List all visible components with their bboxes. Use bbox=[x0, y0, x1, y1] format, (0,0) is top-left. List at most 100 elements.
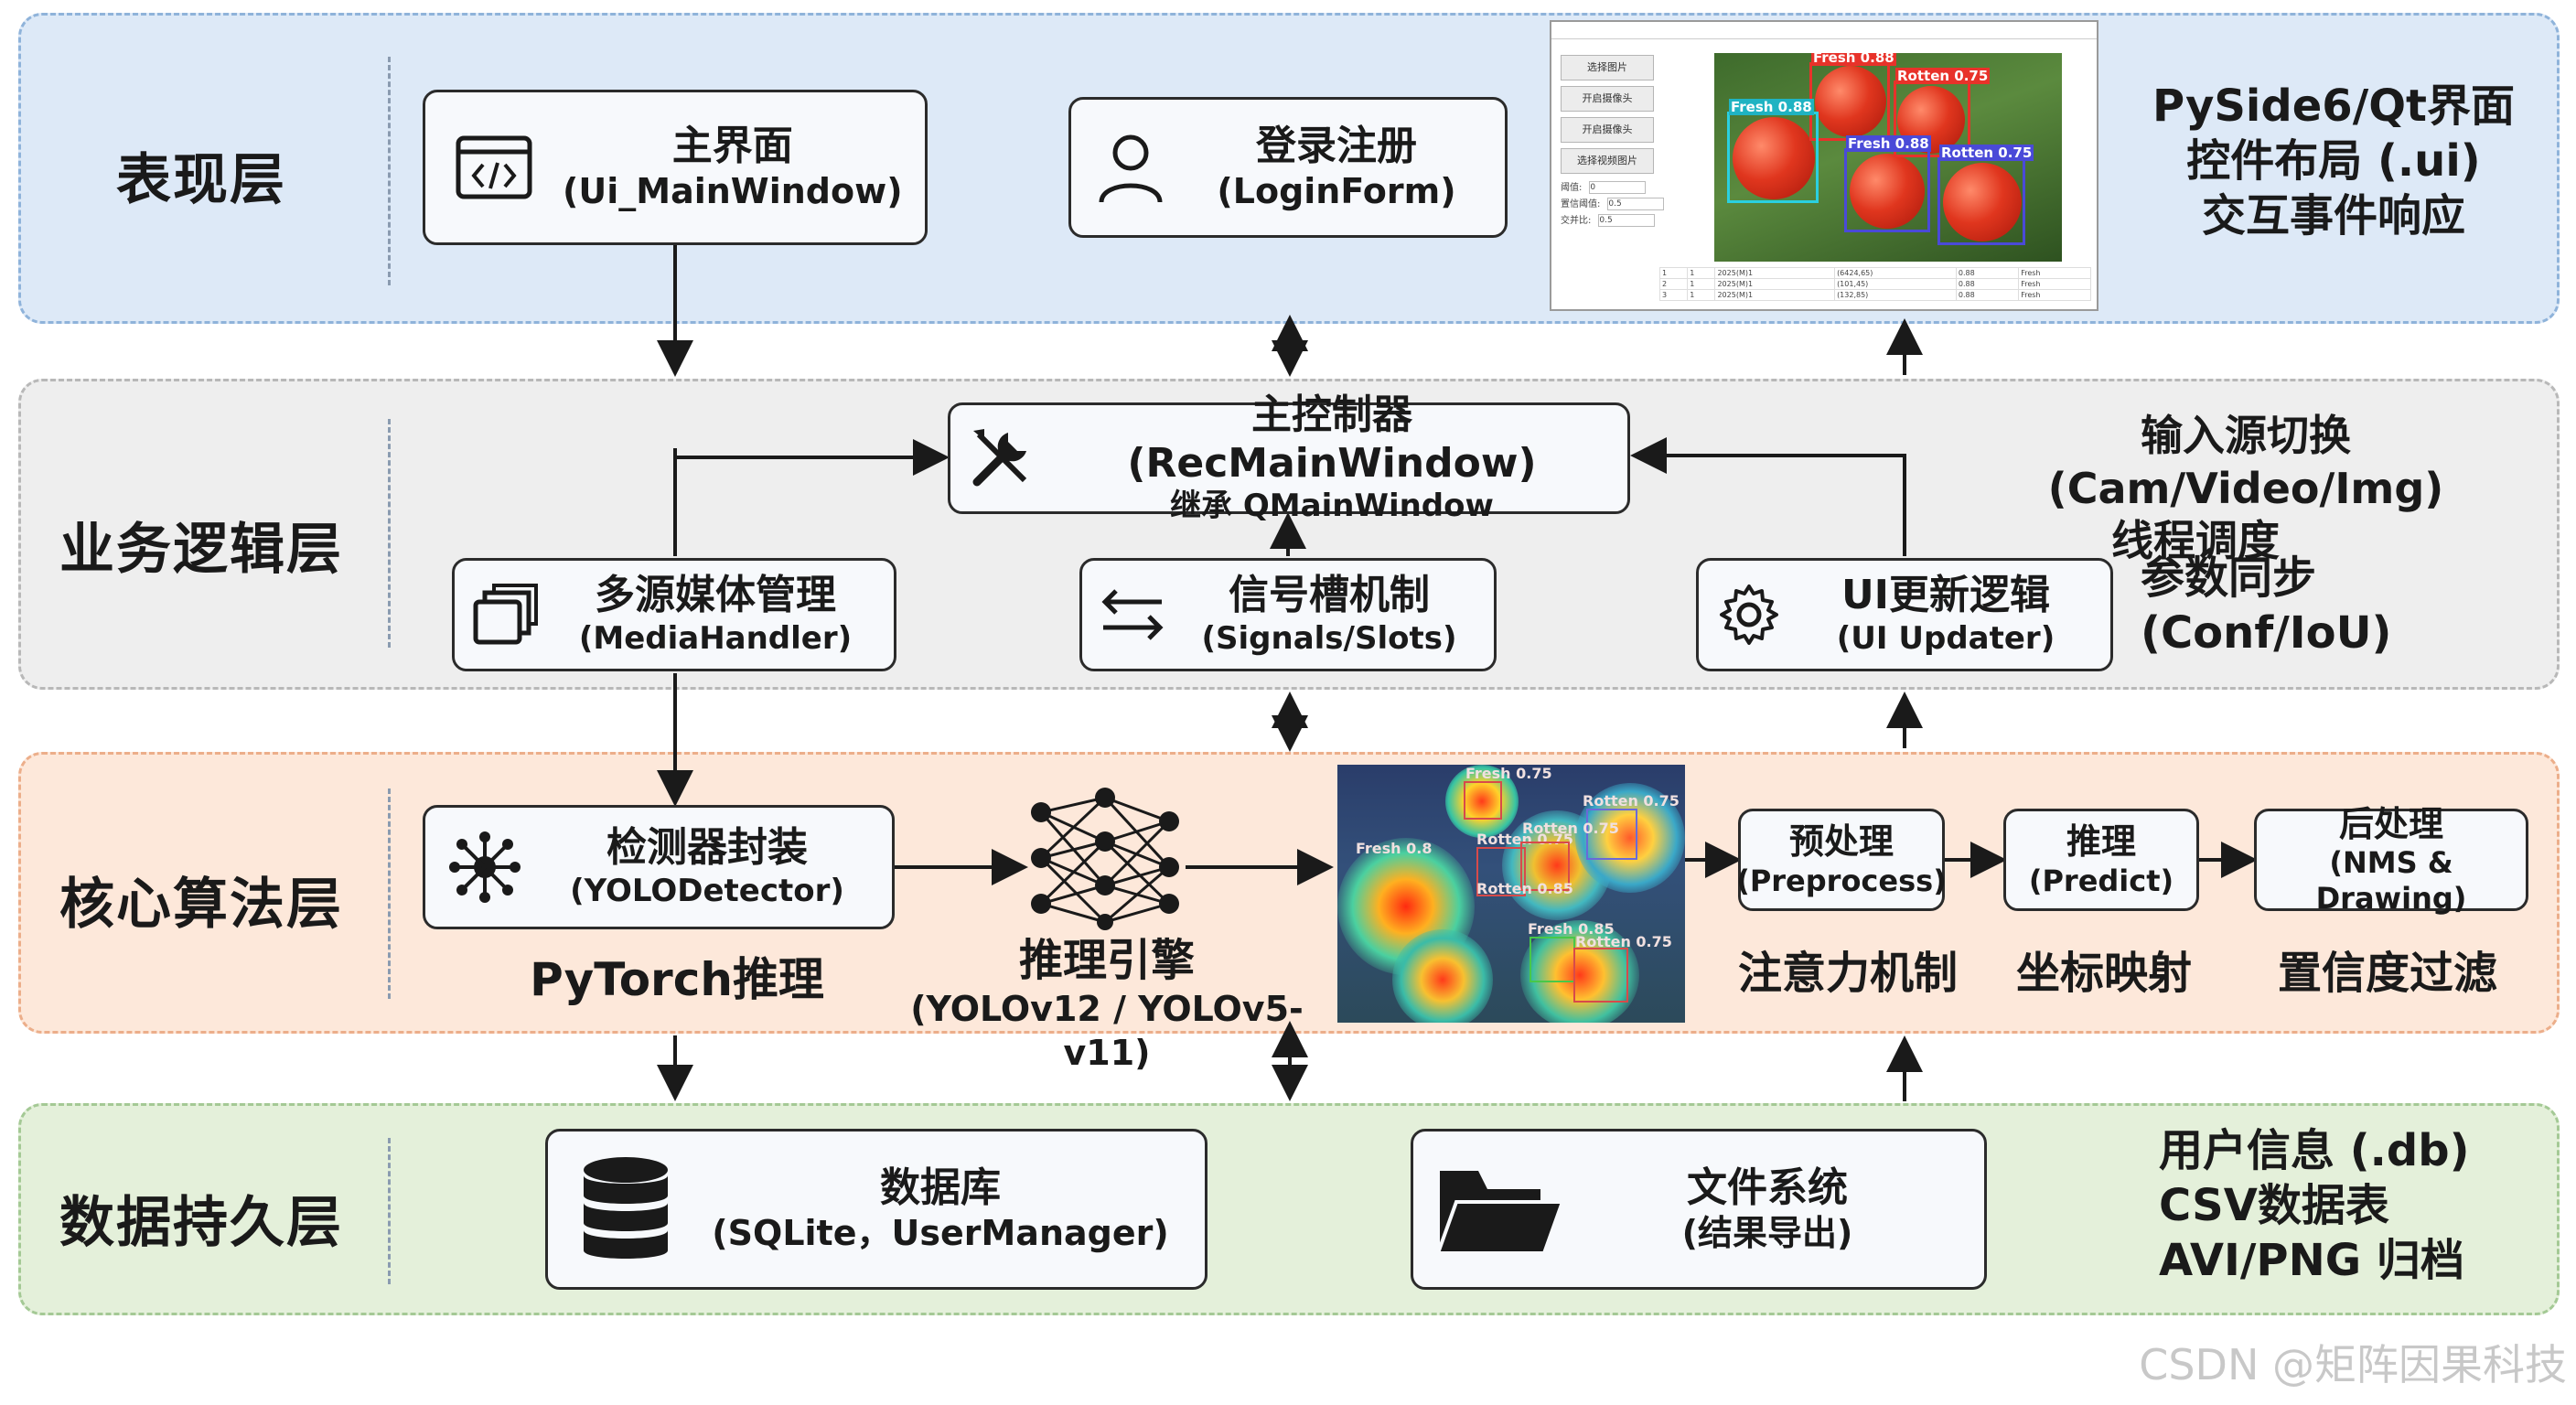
note-line: PySide6/Qt界面 bbox=[2152, 80, 2515, 132]
heat-label: Rotten 0.75 bbox=[1522, 820, 1619, 837]
presentation-notes: PySide6/Qt界面 控件布局 (.ui) 交互事件响应 bbox=[2120, 79, 2547, 243]
note-line: 交互事件响应 bbox=[2201, 190, 2465, 241]
database-box: 数据库 (SQLite，UserManager) bbox=[545, 1129, 1208, 1290]
predict-box: 推理 (Predict) bbox=[2003, 809, 2199, 911]
predict-title: 推理 bbox=[2066, 821, 2136, 862]
preprocess-title: 预处理 bbox=[1788, 821, 1894, 862]
engine-title: 推理引擎 bbox=[1018, 935, 1195, 986]
signals-box: 信号槽机制 (Signals/Slots) bbox=[1079, 558, 1497, 671]
postprocess-title: 后处理 bbox=[2338, 803, 2443, 844]
controller-title: 主控制器 (RecMainWindow) bbox=[1127, 391, 1537, 487]
algorithm-note: 坐标映射 bbox=[2015, 948, 2192, 999]
screenshot-button: 选择图片 bbox=[1561, 55, 1654, 80]
database-title: 数据库 bbox=[880, 1164, 1001, 1211]
controller-sub: 继承 QMainWindow bbox=[1170, 488, 1494, 525]
folder-icon bbox=[1413, 1162, 1587, 1257]
separator bbox=[388, 57, 391, 285]
separator bbox=[388, 788, 391, 999]
login-sub: (LoginForm) bbox=[1217, 170, 1456, 211]
note-line: 控件布局 (.ui) bbox=[2186, 135, 2481, 187]
ui-updater-sub: (UI Updater) bbox=[1836, 620, 2055, 657]
heat-label: Fresh 0.8 bbox=[1356, 840, 1433, 857]
note-line: AVI/PNG 归档 bbox=[2159, 1235, 2464, 1286]
database-icon bbox=[548, 1155, 703, 1263]
pytorch-note: PyTorch推理 bbox=[530, 953, 824, 1006]
logic-notes-top: 输入源切换(Cam/Video/Img) 线程调度 bbox=[1948, 410, 2543, 568]
filesystem-title: 文件系统 bbox=[1687, 1164, 1848, 1211]
heat-label: Rotten 0.75 bbox=[1575, 933, 1672, 950]
ui-updater-box: UI更新逻辑 (UI Updater) bbox=[1696, 558, 2113, 671]
note-line: CSV数据表 bbox=[2159, 1180, 2389, 1231]
note-line: 输入源切换(Cam/Video/Img) bbox=[2047, 411, 2444, 513]
main-window-title: 主界面 bbox=[671, 122, 793, 169]
main-window-box: 主界面 (Ui_MainWindow) bbox=[423, 90, 928, 245]
layer-title-data: 数据持久层 bbox=[59, 1191, 343, 1255]
heat-label: Rotten 0.75 bbox=[1583, 792, 1680, 810]
ui-updater-title: UI更新逻辑 bbox=[1841, 572, 2051, 619]
postprocess-box: 后处理 (NMS & Drawing) bbox=[2254, 804, 2528, 916]
filesystem-sub: (结果导出) bbox=[1681, 1212, 1853, 1253]
note-line: 用户信息 (.db) bbox=[2159, 1125, 2470, 1176]
signals-title: 信号槽机制 bbox=[1229, 572, 1430, 619]
heat-label: Fresh 0.75 bbox=[1465, 765, 1552, 782]
main-window-sub: (Ui_MainWindow) bbox=[563, 170, 903, 211]
database-sub: (SQLite，UserManager) bbox=[712, 1212, 1169, 1253]
layer-title-presentation: 表现层 bbox=[116, 148, 286, 212]
heat-label: Rotten 0.75 bbox=[1476, 831, 1573, 848]
code-window-icon bbox=[425, 135, 563, 199]
media-handler-title: 多源媒体管理 bbox=[595, 572, 836, 619]
heat-label: Fresh 0.85 bbox=[1528, 920, 1615, 938]
media-handler-box: 多源媒体管理 (MediaHandler) bbox=[452, 558, 896, 671]
detector-sub: (YOLODetector) bbox=[570, 873, 844, 909]
screenshot-detection-view: Fresh 0.88 Rotten 0.75 Fresh 0.88 Fresh … bbox=[1714, 53, 2062, 262]
detection-label: Rotten 0.75 bbox=[1939, 145, 2034, 161]
note-line: 参数同步 bbox=[2141, 552, 2317, 604]
screenshot-param: 阈值:0 bbox=[1561, 179, 1647, 194]
algorithm-note: 置信度过滤 bbox=[2277, 948, 2497, 999]
heatmap-image: Fresh 0.75 Rotten 0.75 Fresh 0.8 Rotten … bbox=[1337, 765, 1685, 1023]
separator bbox=[388, 1138, 391, 1284]
screenshot-button: 开启摄像头 bbox=[1561, 86, 1654, 112]
logic-notes-bottom: 参数同步 (Conf/IoU) bbox=[2141, 551, 2470, 660]
detector-box: 检测器封装 (YOLODetector) bbox=[423, 805, 895, 929]
engine-label: 推理引擎 (YOLOv12 / YOLOv5-v11) bbox=[878, 933, 1336, 1075]
data-notes: 用户信息 (.db) CSV数据表 AVI/PNG 归档 bbox=[2159, 1123, 2543, 1288]
app-screenshot: 选择图片 开启摄像头 开启摄像头 选择视频图片 阈值:0 置信阈值:0.5 交并… bbox=[1550, 20, 2098, 311]
tools-icon bbox=[950, 425, 1051, 491]
swap-arrows-icon bbox=[1082, 585, 1183, 644]
media-handler-sub: (MediaHandler) bbox=[578, 620, 853, 657]
note-line: (Conf/IoU) bbox=[2141, 607, 2392, 659]
screenshot-menubar bbox=[1551, 39, 2097, 50]
data-layer-band bbox=[18, 1103, 2560, 1315]
watermark: CSDN @矩阵因果科技 bbox=[2139, 1340, 2567, 1389]
stack-icon bbox=[455, 584, 555, 646]
controller-box: 主控制器 (RecMainWindow) 继承 QMainWindow bbox=[948, 391, 1630, 524]
separator bbox=[388, 419, 391, 648]
login-title: 登录注册 bbox=[1256, 122, 1417, 169]
heat-label: Rotten 0.85 bbox=[1476, 880, 1573, 897]
detection-label: Fresh 0.88 bbox=[1811, 53, 1896, 66]
detection-label: Rotten 0.75 bbox=[1895, 68, 1991, 84]
login-box: 登录注册 (LoginForm) bbox=[1068, 97, 1508, 238]
detection-label: Fresh 0.88 bbox=[1846, 135, 1931, 152]
algorithm-note: 注意力机制 bbox=[1737, 948, 1958, 999]
screenshot-param: 交并比:0.5 bbox=[1561, 212, 1656, 227]
network-node-icon bbox=[425, 831, 544, 904]
screenshot-param: 置信阈值:0.5 bbox=[1561, 196, 1665, 210]
preprocess-box: 预处理 (Preprocess) bbox=[1736, 809, 1947, 911]
layer-title-logic: 业务逻辑层 bbox=[59, 518, 343, 582]
preprocess-sub: (Preprocess) bbox=[1736, 863, 1947, 898]
screenshot-button: 开启摄像头 bbox=[1561, 117, 1654, 143]
gear-icon bbox=[1699, 583, 1799, 647]
detector-title: 检测器封装 bbox=[606, 824, 808, 872]
screenshot-button: 选择视频图片 bbox=[1561, 148, 1654, 174]
predict-sub: (Predict) bbox=[2028, 863, 2174, 898]
postprocess-sub: (NMS & Drawing) bbox=[2315, 845, 2467, 916]
note-line: 线程调度 bbox=[2111, 516, 2280, 565]
neural-net-icon bbox=[1023, 785, 1187, 935]
